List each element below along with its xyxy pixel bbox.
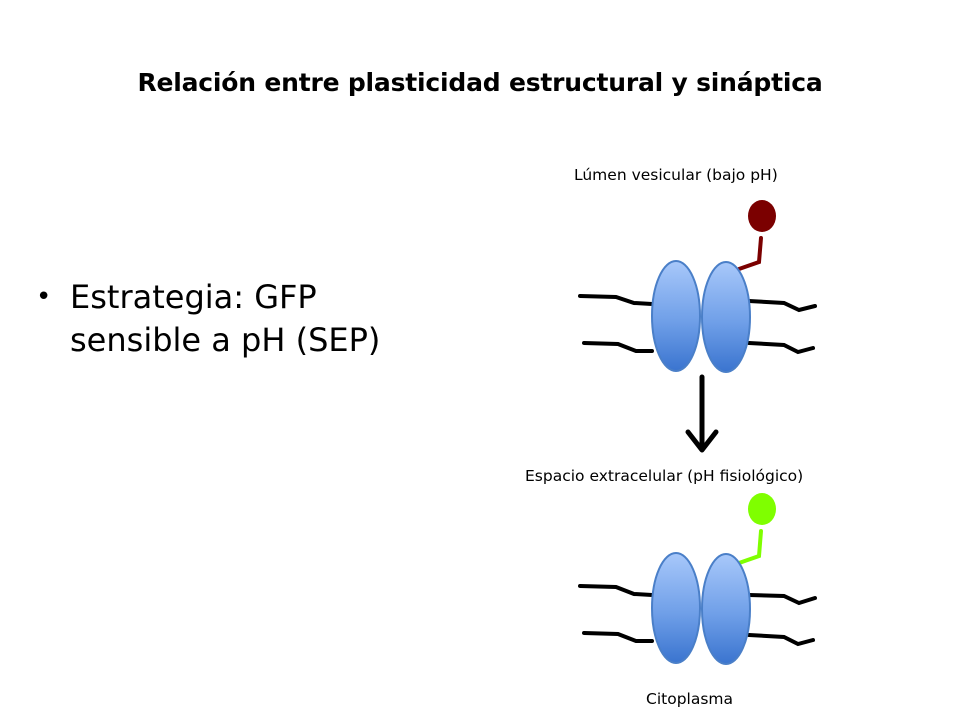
membrane-line xyxy=(747,299,817,313)
sep-fluorescent-icon xyxy=(748,493,776,525)
bullet-text: Estrategia: GFP sensible a pH (SEP) xyxy=(70,278,381,359)
bullet-list: • Estrategia: GFP sensible a pH (SEP) xyxy=(36,276,456,362)
sep-quenched-icon xyxy=(748,200,776,232)
receptor-top xyxy=(578,200,817,373)
receptor-bottom xyxy=(578,493,817,665)
membrane-line xyxy=(747,593,817,606)
label-vesicle-lumen: Lúmen vesicular (bajo pH) xyxy=(574,166,778,184)
sep-linker xyxy=(737,529,763,565)
receptor-subunit xyxy=(651,260,701,372)
label-extracellular: Espacio extracelular (pH fisiológico) xyxy=(525,467,804,485)
sep-linker xyxy=(737,236,763,271)
bullet-dot-icon: • xyxy=(36,282,52,312)
label-cytoplasm: Citoplasma xyxy=(646,690,734,708)
receptor-subunit xyxy=(701,553,751,665)
membrane-line xyxy=(582,631,654,643)
slide-title: Relación entre plasticidad estructural y… xyxy=(137,68,823,97)
transition-arrow xyxy=(685,374,719,453)
membrane-line xyxy=(578,294,654,306)
membrane-line xyxy=(578,584,654,597)
membrane-line xyxy=(747,341,815,355)
receptor-subunit xyxy=(651,552,701,664)
bullet-item: • Estrategia: GFP sensible a pH (SEP) xyxy=(36,276,456,362)
membrane-line xyxy=(582,341,654,353)
membrane-line xyxy=(747,633,815,647)
receptor-subunit xyxy=(701,261,751,373)
